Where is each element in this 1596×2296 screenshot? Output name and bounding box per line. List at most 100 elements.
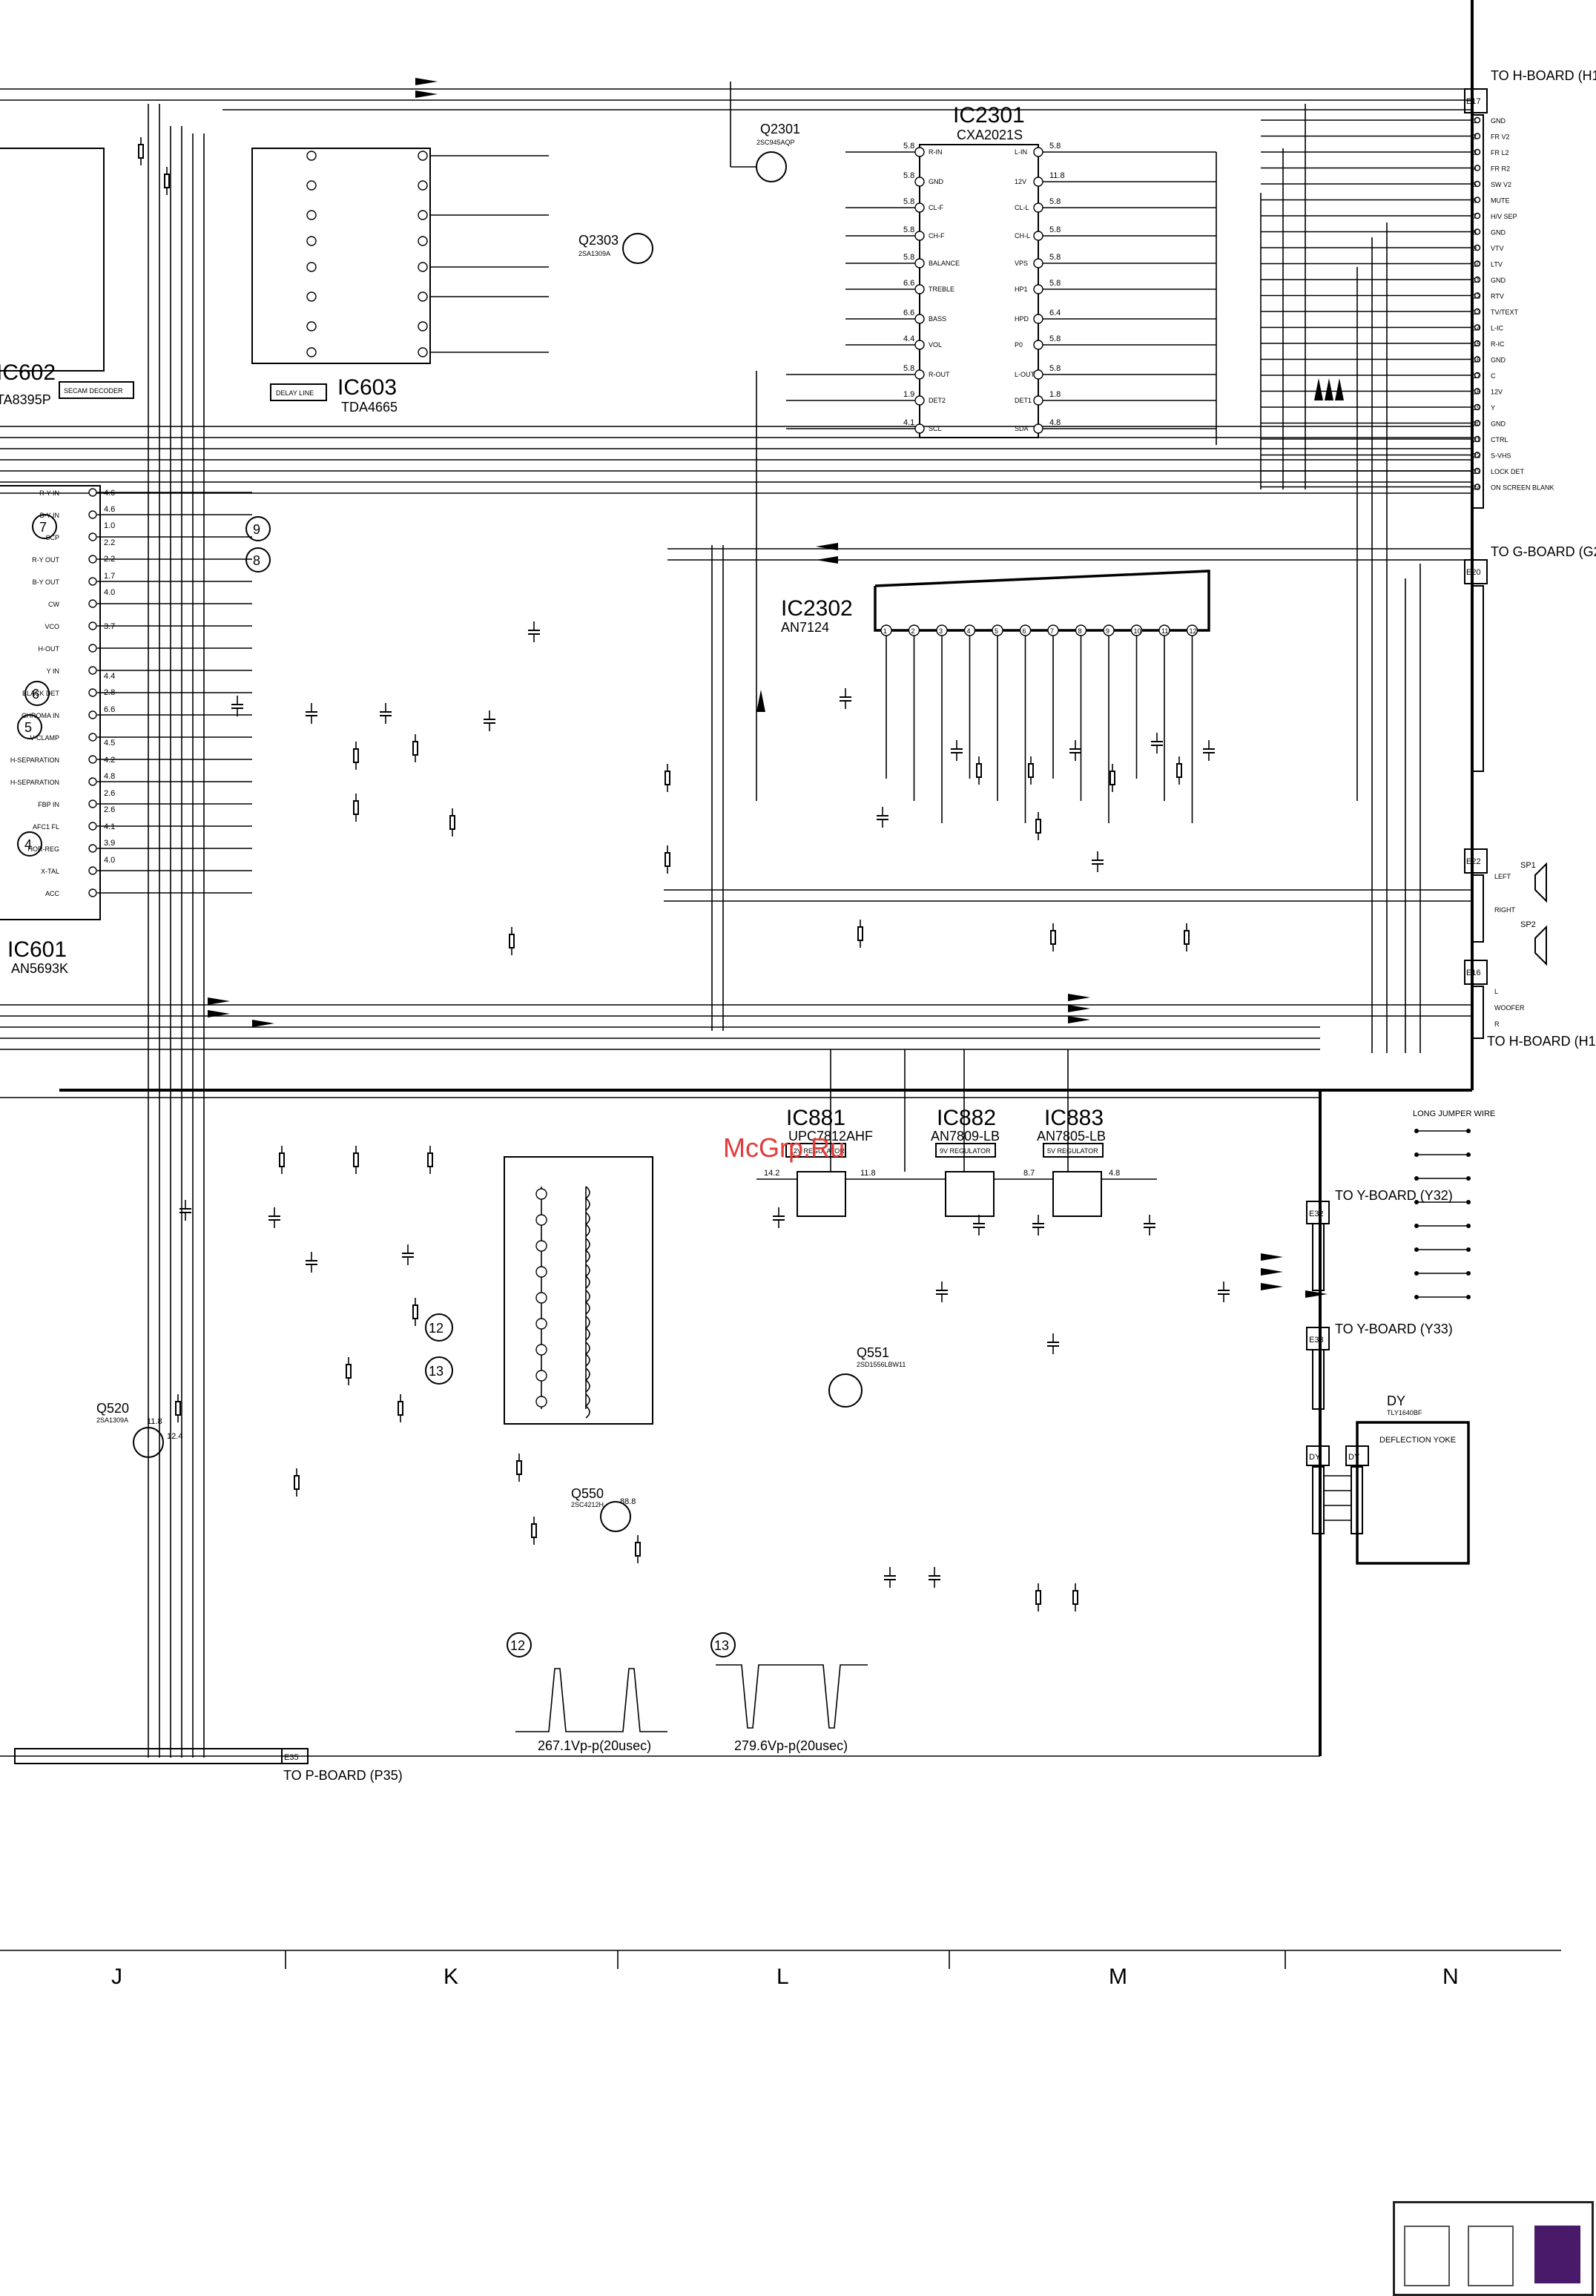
e17-pin-number: 8	[1473, 229, 1477, 237]
svg-text:TO Y-BOARD (Y32): TO Y-BOARD (Y32)	[1335, 1188, 1453, 1203]
e17-pin	[1474, 308, 1481, 315]
fbt-winding	[584, 1238, 590, 1263]
svg-text:1.7: 1.7	[104, 572, 115, 581]
svg-text:4.8: 4.8	[104, 772, 115, 781]
svg-text:CL-L: CL-L	[1015, 204, 1029, 211]
registration-strip	[1393, 2201, 1594, 2296]
svg-text:14.2: 14.2	[764, 1169, 779, 1178]
svg-text:88.8: 88.8	[620, 1497, 636, 1506]
svg-text:LEFT: LEFT	[1494, 873, 1511, 880]
svg-text:4.6: 4.6	[104, 489, 115, 498]
svg-text:4.6: 4.6	[104, 505, 115, 514]
ic601-pin	[88, 755, 97, 764]
svg-text:WOOFER: WOOFER	[1494, 1004, 1525, 1012]
resistor	[398, 1401, 403, 1416]
fbt-winding	[584, 1186, 590, 1211]
svg-text:CH-F: CH-F	[929, 232, 945, 240]
e17-pin	[1474, 420, 1481, 426]
long-jumper-wire-legend: LONG JUMPER WIRE	[1413, 1109, 1495, 1299]
ic601-pin-label: HOR-REG	[28, 845, 60, 853]
svg-text:E35: E35	[284, 1753, 299, 1762]
fbt-pin	[535, 1292, 547, 1304]
svg-text:11.8: 11.8	[1049, 171, 1065, 180]
ic601-pin-label: BLACK DET	[22, 690, 60, 697]
circled-markers: 7 9 8 6 5 4 12 13	[17, 514, 453, 1385]
resistor	[516, 1460, 522, 1475]
ic601-pin-label: Y IN	[47, 667, 59, 675]
resistor	[1176, 763, 1182, 778]
jumper-end	[1414, 1247, 1419, 1252]
ic601-pin-label: H-SEPARATION	[10, 756, 59, 764]
svg-text:279.6Vp-p(20usec): 279.6Vp-p(20usec)	[734, 1738, 848, 1753]
e17-pin-number: 3	[1473, 149, 1477, 156]
jumper-end	[1414, 1129, 1419, 1133]
resistor	[1050, 930, 1056, 945]
e17-pin-number: 24	[1473, 484, 1480, 492]
jumper-end	[1414, 1176, 1419, 1181]
resistor	[857, 926, 863, 941]
e17-pin-number: 7	[1473, 213, 1477, 220]
e17-pin-label: H/V SEP	[1491, 213, 1517, 220]
registration-box-3	[1534, 2226, 1580, 2283]
e17-pin-label: FR R2	[1491, 165, 1510, 173]
svg-text:RIGHT: RIGHT	[1494, 906, 1516, 914]
e17-pin-number: 5	[1473, 181, 1477, 188]
resistor	[1072, 1590, 1078, 1605]
svg-text:12V REGULATOR: 12V REGULATOR	[790, 1147, 845, 1155]
e17-pin-label: Y	[1491, 404, 1495, 412]
e17-pin	[1474, 435, 1481, 443]
svg-text:2SC4212H: 2SC4212H	[571, 1501, 604, 1508]
svg-text:6.6: 6.6	[903, 279, 914, 288]
e17-pin	[1474, 180, 1481, 188]
svg-text:12.4: 12.4	[167, 1432, 182, 1441]
e17-pin-label: GND	[1491, 357, 1506, 364]
e17-pin	[1474, 133, 1481, 139]
svg-text:DY: DY	[1348, 1453, 1360, 1462]
e17-pin	[1474, 148, 1481, 156]
svg-text:DY: DY	[1309, 1453, 1321, 1462]
e17-pin	[1474, 403, 1481, 411]
svg-text:L: L	[776, 1965, 789, 1989]
e17-pin	[1474, 292, 1481, 299]
ic601-pin-label: V-CLAMP	[30, 734, 59, 742]
svg-text:TO H-BOARD (H16): TO H-BOARD (H16)	[1487, 1034, 1596, 1049]
e22-speaker-connector: E22 LEFT RIGHT SP1 SP2	[1464, 848, 1547, 966]
e17-pin-label: LTV	[1491, 261, 1503, 268]
svg-text:6.6: 6.6	[104, 705, 115, 714]
svg-text:SP2: SP2	[1520, 920, 1536, 929]
ic601-pin-label: X-TAL	[41, 868, 59, 875]
e17-pin-label: GND	[1491, 229, 1506, 237]
svg-text:Q551: Q551	[857, 1345, 889, 1360]
svg-text:5.8: 5.8	[903, 253, 914, 262]
resistor	[635, 1542, 641, 1557]
svg-text:2.6: 2.6	[104, 805, 115, 814]
ic601-pin-label: AFC1 FL	[33, 823, 59, 831]
resistor	[412, 741, 418, 756]
jumper-end	[1466, 1129, 1471, 1133]
fbt-pin	[535, 1214, 547, 1226]
e17-pin-number: 18	[1473, 389, 1480, 396]
svg-text:GND: GND	[929, 178, 944, 185]
e16-connector: E16 L WOOFER R TO H-BOARD (H16)	[1464, 960, 1596, 1049]
e17-pin-label: L-IC	[1491, 325, 1504, 332]
svg-text:Q2303: Q2303	[578, 233, 619, 248]
svg-text:L: L	[1494, 988, 1498, 995]
e17-pin-number: 16	[1473, 357, 1480, 364]
e32-connector: E32 TO Y-BOARD (Y32)	[1306, 1188, 1453, 1291]
svg-text:VOL: VOL	[929, 341, 942, 349]
svg-text:2.2: 2.2	[104, 538, 115, 547]
passive-components	[138, 137, 1230, 1612]
svg-text:L-OUT: L-OUT	[1015, 371, 1035, 378]
fbt-pin	[535, 1344, 547, 1356]
ic2302-pin-number: 10	[1134, 627, 1141, 635]
svg-text:AN5693K: AN5693K	[11, 961, 68, 976]
e17-pin-number: 22	[1473, 452, 1480, 460]
svg-text:DY: DY	[1387, 1393, 1405, 1408]
resistor	[449, 815, 455, 830]
e17-pin-label: RTV	[1491, 293, 1504, 300]
svg-text:SCL: SCL	[929, 425, 942, 432]
ic2301-ref: IC2301	[953, 103, 1025, 128]
e17-pin-number: 10	[1473, 261, 1480, 268]
svg-text:5.8: 5.8	[903, 171, 914, 180]
e17-pin-number: 2	[1473, 133, 1477, 141]
